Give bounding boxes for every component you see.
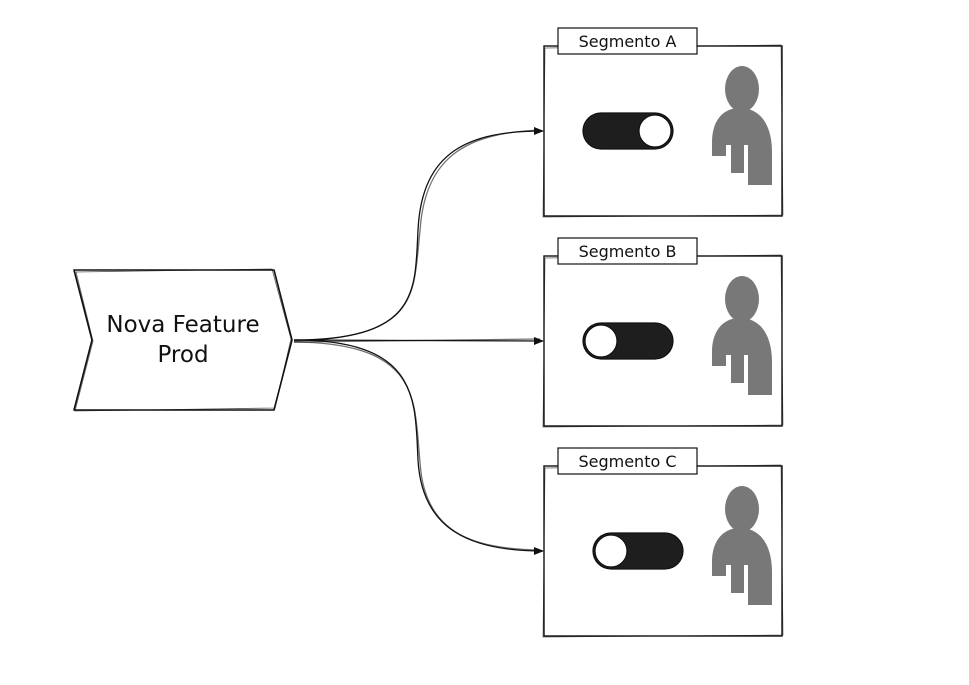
segment-a-card: Segmento A [542,27,784,218]
segment-c-toggle-switch-icon[interactable] [592,532,684,570]
segment-a-label: Segmento A [579,32,677,51]
source-node-sketch-outline [74,268,292,412]
connector-to-segment-c-sketch [293,341,541,551]
segment-c-label: Segmento C [578,452,676,471]
segment-c-toggle-knob [594,534,628,568]
source-node-shape [73,269,293,411]
segment-c-frame-sketch [542,464,784,638]
segment-b-label-box [557,237,698,265]
segment-a-toggle-knob [638,114,672,148]
segment-c-user-icon [712,486,772,605]
segment-a-user-icon [712,66,772,185]
segment-c-card: Segmento C [542,447,784,638]
segment-b-frame-sketch [542,254,784,428]
segment-b-toggle-knob [584,324,618,358]
segment-b-toggle-switch-icon[interactable] [582,322,674,360]
connector-to-segment-c [293,339,544,555]
segment-c-label-box [557,447,698,475]
segment-a-toggle-switch-icon[interactable] [582,112,674,150]
connectors [293,127,544,555]
connector-to-segment-a [293,127,544,341]
connector-to-segment-b-sketch [293,338,541,343]
source-node-label-line1: Nova Feature [106,312,259,338]
source-node: Nova Feature Prod [73,268,293,412]
segment-b-user-icon [712,276,772,395]
connector-to-segment-a-sketch [293,129,541,342]
segment-a-label-box [557,27,698,55]
segment-a-frame-sketch [542,44,784,218]
source-node-label-line2: Prod [157,342,208,368]
segment-b-card: Segmento B [542,237,784,428]
segment-b-label: Segmento B [579,242,677,261]
